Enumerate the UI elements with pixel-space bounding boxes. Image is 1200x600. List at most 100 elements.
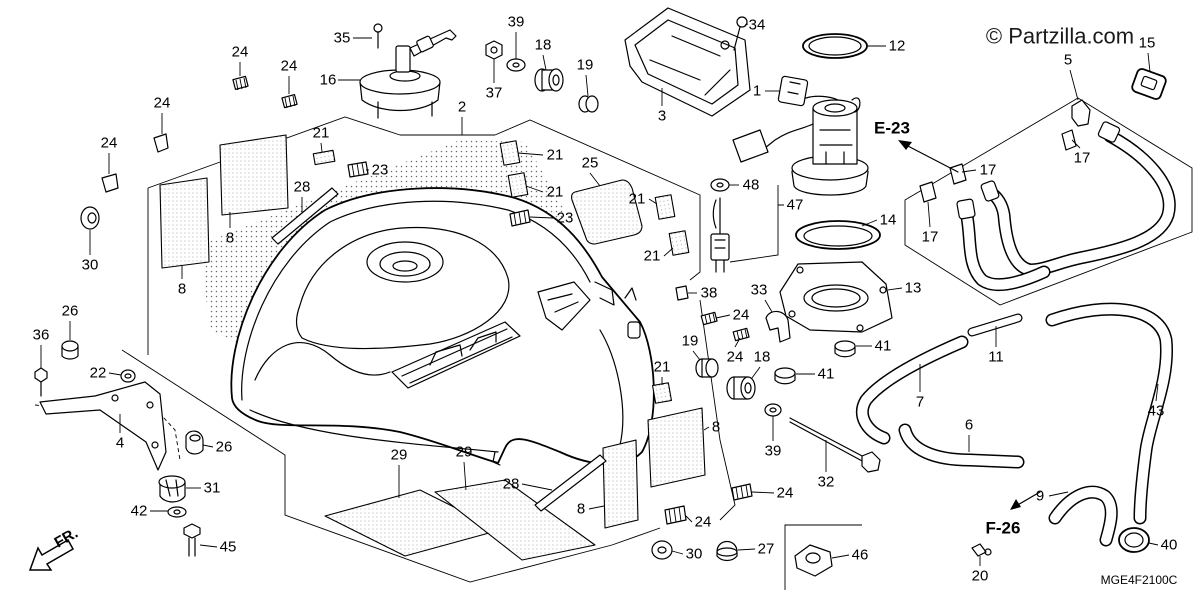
callout-label: 26	[216, 439, 233, 456]
callout-label: 12	[889, 38, 906, 55]
callout-label: 36	[33, 327, 50, 344]
callout-label: 19	[577, 57, 594, 74]
callout-label: 28	[294, 179, 311, 196]
callout-label: 42	[131, 503, 148, 520]
clip-nut	[664, 483, 753, 525]
callout-label: 30	[82, 257, 99, 274]
callout-label: 23	[557, 210, 574, 227]
callout-label: 21	[629, 191, 646, 208]
callout-label: 25	[582, 155, 599, 172]
callout-label: 17	[1074, 150, 1091, 167]
seal-ring	[802, 33, 868, 59]
nut	[774, 340, 856, 385]
callout-label: 38	[701, 285, 718, 302]
callout-label: 22	[90, 365, 107, 382]
callout-label: 21	[313, 125, 330, 142]
pad-large	[324, 479, 596, 561]
washer	[764, 403, 782, 417]
strip	[271, 187, 607, 512]
callout-label: 40	[1161, 537, 1178, 554]
key-icon	[395, 29, 457, 73]
washer	[167, 506, 187, 518]
callout-label: 8	[226, 230, 234, 247]
screw	[733, 16, 748, 51]
fuel-tank	[230, 187, 655, 466]
grommet	[185, 430, 204, 455]
nut	[485, 40, 503, 60]
callout-label: 8	[577, 501, 585, 518]
callout-label: 18	[754, 349, 771, 366]
hose	[1048, 485, 1118, 547]
bolt	[183, 523, 201, 557]
hose-clamp	[919, 99, 1091, 203]
callout-label: 48	[743, 177, 760, 194]
clamp-ring	[1118, 527, 1150, 553]
callout-label: 45	[220, 539, 237, 556]
callout-label: 19	[682, 333, 699, 350]
callout-labels: 35 16 24 24 24 24 30 2 21 23 28 8 8 39 1…	[33, 14, 1178, 585]
group-boundary-lines	[34, 97, 1193, 590]
callout-label: 43	[1148, 403, 1165, 420]
callout-label: 13	[905, 280, 922, 297]
callout-label: 18	[535, 37, 552, 54]
cap	[716, 540, 738, 562]
callout-label: 35	[334, 30, 351, 47]
rubber-grommet-small	[578, 95, 599, 113]
screw	[373, 23, 383, 49]
callout-label: 2	[458, 99, 466, 116]
callout-label: 33	[751, 282, 768, 299]
callout-label: 7	[916, 394, 924, 411]
callout-label: 26	[62, 303, 79, 320]
callout-label: 8	[178, 281, 186, 298]
callout-label: 24	[101, 135, 118, 152]
bracket	[624, 7, 751, 117]
fuel-pump-unit	[732, 75, 869, 196]
drain-hose	[1045, 302, 1174, 525]
callout-label: 3	[658, 108, 666, 125]
washer	[506, 58, 526, 72]
callout-label: 29	[456, 444, 473, 461]
callout-label: 5	[1064, 52, 1072, 69]
fuel-filler-cap	[359, 69, 441, 119]
watermark: © Partzilla.com	[986, 24, 1134, 49]
callout-label: 21	[654, 359, 671, 376]
fuel-hose-upper	[983, 129, 1176, 277]
callout-label: 21	[644, 248, 661, 265]
callout-label: 17	[980, 162, 997, 179]
arrow-f26	[1010, 491, 1041, 510]
callout-label: 16	[320, 72, 337, 89]
washer	[710, 178, 730, 192]
callout-label: 24	[281, 58, 298, 75]
clip-nut	[700, 311, 750, 342]
callout-label: 23	[372, 162, 389, 179]
clip	[971, 543, 992, 557]
grommet	[61, 340, 79, 360]
callout-label: 24	[154, 95, 171, 112]
rubber-mount	[158, 475, 186, 503]
callout-label: 37	[486, 85, 503, 102]
breather-pipe	[967, 313, 1023, 337]
diagram-code: MGE4F2100C	[1101, 573, 1178, 587]
callout-label: 41	[875, 338, 892, 355]
hatched-pad	[347, 161, 531, 227]
bolt	[789, 417, 881, 473]
setting-plate	[779, 261, 893, 333]
callout-label: 21	[547, 147, 564, 164]
callout-label: 24	[777, 485, 794, 502]
callout-label: 39	[765, 443, 782, 460]
rubber-grommet-small	[695, 358, 719, 378]
rubber-grommet	[726, 376, 756, 400]
hose-guide	[1131, 68, 1167, 100]
callout-label: 32	[818, 474, 835, 491]
callout-label: 31	[204, 480, 221, 497]
grommet	[120, 369, 136, 383]
callout-label: 24	[695, 514, 712, 531]
rubber-grommet	[534, 68, 564, 92]
cushion	[312, 140, 690, 404]
arrow-e23	[898, 140, 959, 173]
callout-label: 29	[391, 447, 408, 464]
callout-label: 6	[965, 417, 973, 434]
hose-fitting	[956, 121, 1121, 220]
callout-label: 17	[922, 229, 939, 246]
